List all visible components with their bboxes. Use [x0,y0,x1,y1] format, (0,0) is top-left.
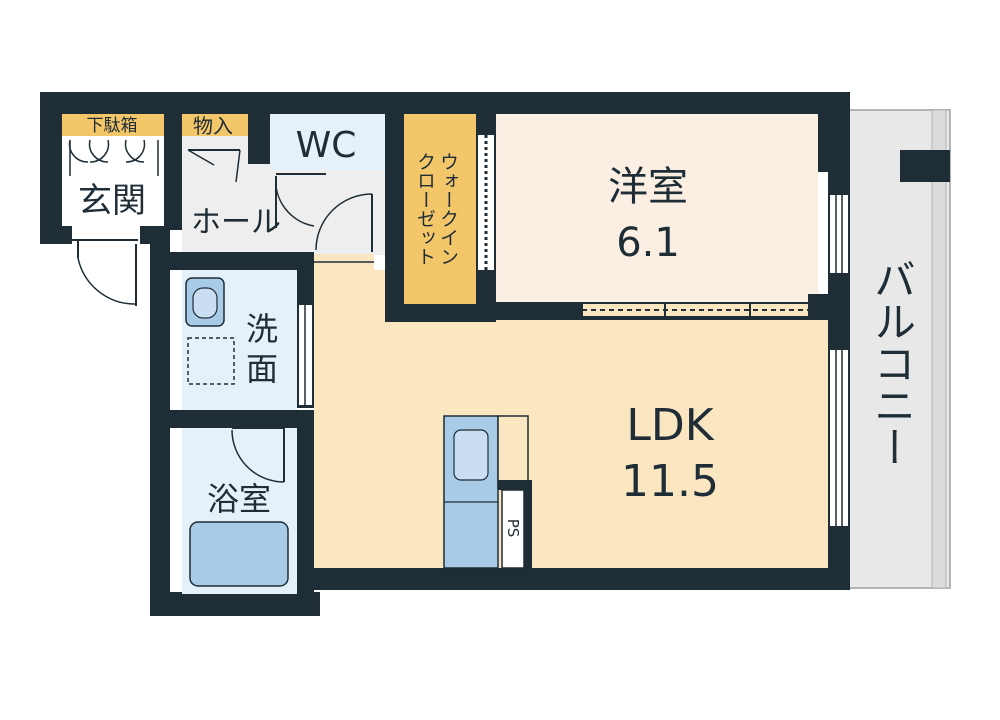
ps-label: PS [504,519,522,538]
openings [72,135,848,526]
balcony [847,109,951,589]
floors [62,114,828,594]
monoire-label: 物入 [193,114,233,138]
ldk-label: LDK [626,400,714,451]
yokushitsu-label: 浴室 [207,480,271,518]
youshitsu-label: 洋室 [608,164,688,210]
wc-label: WC [296,125,357,166]
genkan-label: 玄関 [78,181,146,221]
walkin-label-line2: クローゼット [414,152,436,266]
youshitsu-size: 6.1 [616,220,680,266]
ldk-size: 11.5 [621,456,719,507]
getabako-label: 下駄箱 [87,116,138,136]
balcony-label: バルコニー [868,258,917,468]
senmen-label-1: 洗 [246,310,278,348]
senmen-label-2: 面 [246,350,278,388]
walkin-label-line1: ウォークイン [437,152,459,266]
room-labels: 下駄箱 物入 玄関 ホール WC ウォークイン クローゼット 洋室 6.1 洗 … [78,114,917,537]
fixtures [62,114,532,587]
hall-label: ホール [191,205,281,240]
